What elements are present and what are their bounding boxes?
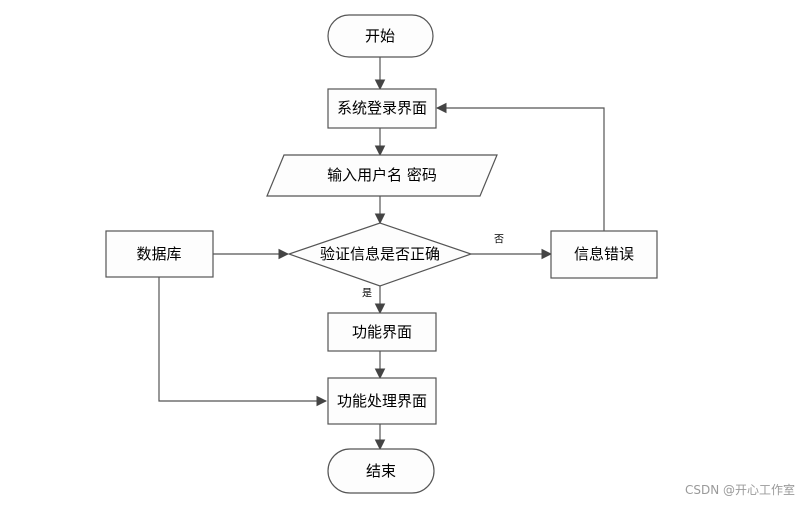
edge-label-yes: 是	[362, 288, 372, 300]
watermark: CSDN @开心工作室	[684, 483, 795, 497]
function-screen-box	[327, 312, 437, 352]
edge-label-no: 否	[494, 234, 504, 246]
end-label: 结束	[366, 462, 396, 480]
edge-error-to-login	[435, 102, 605, 231]
login-screen-box	[327, 88, 437, 129]
function-screen-label: 功能界面	[352, 323, 412, 341]
start-label: 开始	[365, 27, 395, 45]
database-box	[105, 230, 214, 278]
end-terminal	[327, 448, 435, 494]
start-terminal	[327, 14, 434, 58]
login-screen-label: 系统登录界面	[337, 99, 427, 117]
function-processing-label: 功能处理界面	[337, 392, 427, 410]
verify-label: 验证信息是否正确	[320, 245, 440, 263]
input-credentials-parallelogram	[266, 154, 498, 197]
info-error-box	[550, 230, 658, 279]
verify-decision	[287, 222, 473, 287]
input-credentials-label: 输入用户名 密码	[327, 166, 437, 184]
edge-database-to-processing	[158, 277, 328, 407]
database-label: 数据库	[136, 245, 181, 263]
function-processing-box	[327, 377, 437, 425]
info-error-label: 信息错误	[574, 245, 634, 263]
